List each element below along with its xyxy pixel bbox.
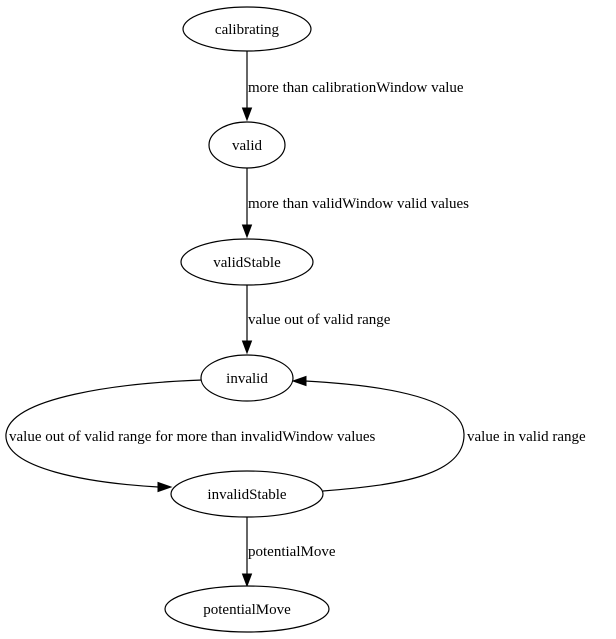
node-label-valid: valid bbox=[232, 138, 262, 154]
edge-valid-to-validstable: more than validWindow valid values bbox=[241, 168, 469, 239]
edge-label-invalid-to-invalidstable: value out of valid range for more than i… bbox=[9, 429, 376, 445]
node-label-validstable: validStable bbox=[213, 255, 281, 271]
node-potentialmove: potentialMove bbox=[164, 585, 330, 633]
edge-invalidstable-to-invalid: value in valid range bbox=[291, 375, 586, 492]
edge-label-invalidstable-to-potentialmove: potentialMove bbox=[248, 544, 336, 560]
edge-label-invalidstable-to-invalid: value in valid range bbox=[467, 429, 586, 445]
edge-invalid-to-invalidstable: value out of valid range for more than i… bbox=[5, 379, 376, 493]
edge-label-calibrating-to-valid: more than calibrationWindow value bbox=[248, 80, 464, 96]
node-validstable: validStable bbox=[180, 238, 314, 286]
edge-invalidstable-to-potentialmove: potentialMove bbox=[241, 517, 336, 588]
node-label-invalid: invalid bbox=[226, 371, 268, 387]
node-calibrating: calibrating bbox=[182, 6, 312, 52]
edge-calibrating-to-valid: more than calibrationWindow value bbox=[241, 51, 464, 122]
node-label-invalidstable: invalidStable bbox=[207, 487, 286, 503]
node-label-calibrating: calibrating bbox=[215, 22, 280, 38]
edge-label-validstable-to-invalid: value out of valid range bbox=[248, 312, 391, 328]
node-invalid: invalid bbox=[200, 354, 294, 402]
node-label-potentialmove: potentialMove bbox=[203, 602, 291, 618]
edge-label-valid-to-validstable: more than validWindow valid values bbox=[248, 196, 469, 212]
edge-validstable-to-invalid: value out of valid range bbox=[241, 285, 391, 355]
node-invalidstable: invalidStable bbox=[170, 470, 324, 518]
node-valid: valid bbox=[208, 121, 286, 169]
